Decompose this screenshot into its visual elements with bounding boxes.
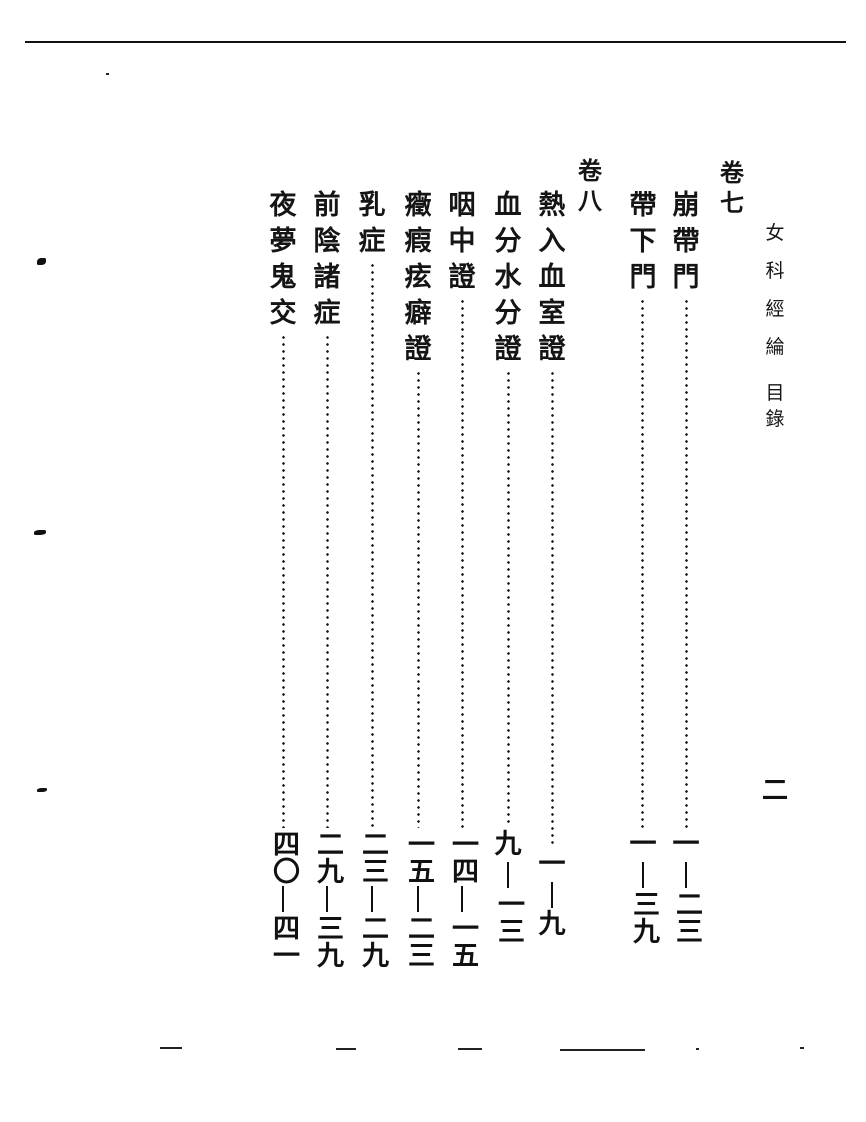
- volume-label-char: 卷: [720, 158, 744, 187]
- title-char: 癖: [404, 298, 432, 329]
- toc-entry-title[interactable]: 乳 症: [355, 188, 389, 260]
- title-char: 前: [313, 190, 341, 221]
- title-char: 崩: [672, 190, 700, 221]
- toc-entry-title[interactable]: 熱 入 血 室 證: [535, 188, 569, 368]
- scan-speck: [336, 1048, 356, 1050]
- toc-entry-title[interactable]: 崩 帶 門: [669, 188, 703, 296]
- page-number: 二: [762, 776, 789, 806]
- title-char: 水: [494, 262, 522, 293]
- scan-speck: [560, 1049, 645, 1051]
- volume-label-char: 卷: [578, 156, 602, 185]
- dotted-leader: [371, 262, 374, 828]
- scan-speck: [458, 1048, 482, 1050]
- scan-mark: [37, 788, 47, 792]
- scan-speck: [800, 1047, 804, 1049]
- title-char: 下: [629, 226, 657, 257]
- title-char: 交: [269, 298, 297, 329]
- title-char: 熱: [538, 190, 566, 221]
- section-title-char: 目: [765, 382, 785, 404]
- title-char: 陰: [313, 226, 341, 257]
- toc-entry-title[interactable]: 前 陰 諸 症: [310, 188, 344, 332]
- toc-entry-pages: 一 二三: [671, 829, 702, 945]
- title-char: 癥: [404, 190, 432, 221]
- title-char: 咽: [448, 190, 476, 221]
- title-char: 門: [629, 262, 657, 293]
- book-title-char: 女: [765, 222, 785, 244]
- title-char: 入: [538, 226, 566, 257]
- toc-entry-title[interactable]: 血 分 水 分 證: [491, 188, 525, 368]
- scan-speck: [696, 1048, 699, 1050]
- toc-entry-pages: 四〇 四一: [268, 830, 299, 968]
- dotted-leader: [282, 334, 285, 828]
- title-char: 證: [494, 334, 522, 365]
- dotted-leader: [551, 370, 554, 845]
- title-char: 室: [538, 298, 566, 329]
- toc-entry-pages: 一五 二三: [403, 830, 434, 968]
- volume-label-8: 卷 八: [573, 156, 607, 216]
- toc-entry-title[interactable]: 癥 瘕 痃 癖 證: [401, 188, 435, 368]
- title-char: 症: [313, 298, 341, 329]
- title-char: 證: [448, 262, 476, 293]
- dotted-leader: [685, 298, 688, 828]
- title-char: 夜: [269, 190, 297, 221]
- title-char: 帶: [672, 226, 700, 257]
- toc-entry-pages: 二三 二九: [357, 830, 388, 968]
- toc-entry-title[interactable]: 帶 下 門: [626, 188, 660, 296]
- title-char: 症: [358, 226, 386, 257]
- toc-entry-pages: 一 九: [538, 849, 566, 940]
- title-char: 瘕: [404, 226, 432, 257]
- book-title-char: 科: [765, 260, 785, 282]
- toc-entry-pages: 九 一三: [493, 829, 524, 945]
- volume-label-char: 八: [578, 186, 602, 215]
- title-char: 血: [538, 262, 566, 293]
- scan-mark: [34, 530, 46, 535]
- toc-entry-pages: 一 三九: [628, 829, 659, 945]
- dotted-leader: [326, 334, 329, 828]
- title-char: 證: [538, 334, 566, 365]
- volume-label-char: 七: [720, 188, 744, 217]
- title-char: 鬼: [269, 262, 297, 293]
- title-char: 夢: [269, 226, 297, 257]
- title-char: 分: [494, 298, 522, 329]
- section-title-char: 錄: [765, 408, 785, 430]
- title-char: 門: [672, 262, 700, 293]
- toc-entry-title[interactable]: 夜 夢 鬼 交: [266, 188, 300, 332]
- scan-speck: [160, 1047, 182, 1049]
- title-char: 證: [404, 334, 432, 365]
- toc-entry-pages: 一四 一五: [447, 830, 478, 968]
- top-rule: [25, 41, 846, 43]
- title-char: 中: [448, 226, 476, 257]
- toc-entry-pages: 二九 三九: [312, 830, 343, 968]
- volume-label-7: 卷 七: [715, 158, 749, 218]
- dotted-leader: [641, 298, 644, 828]
- toc-entry-title[interactable]: 咽 中 證: [445, 188, 479, 296]
- running-header: 女 科 經 綸 目 錄: [758, 214, 792, 432]
- book-title-char: 經: [765, 298, 785, 320]
- dotted-leader: [461, 298, 464, 828]
- dotted-leader: [417, 370, 420, 828]
- title-char: 分: [494, 226, 522, 257]
- scan-speck: [106, 73, 109, 75]
- title-char: 血: [494, 190, 522, 221]
- title-char: 乳: [358, 190, 386, 221]
- scan-mark: [37, 258, 46, 265]
- title-char: 痃: [404, 262, 432, 293]
- title-char: 諸: [313, 262, 341, 293]
- dotted-leader: [507, 370, 510, 825]
- book-title-char: 綸: [765, 336, 785, 358]
- title-char: 帶: [629, 190, 657, 221]
